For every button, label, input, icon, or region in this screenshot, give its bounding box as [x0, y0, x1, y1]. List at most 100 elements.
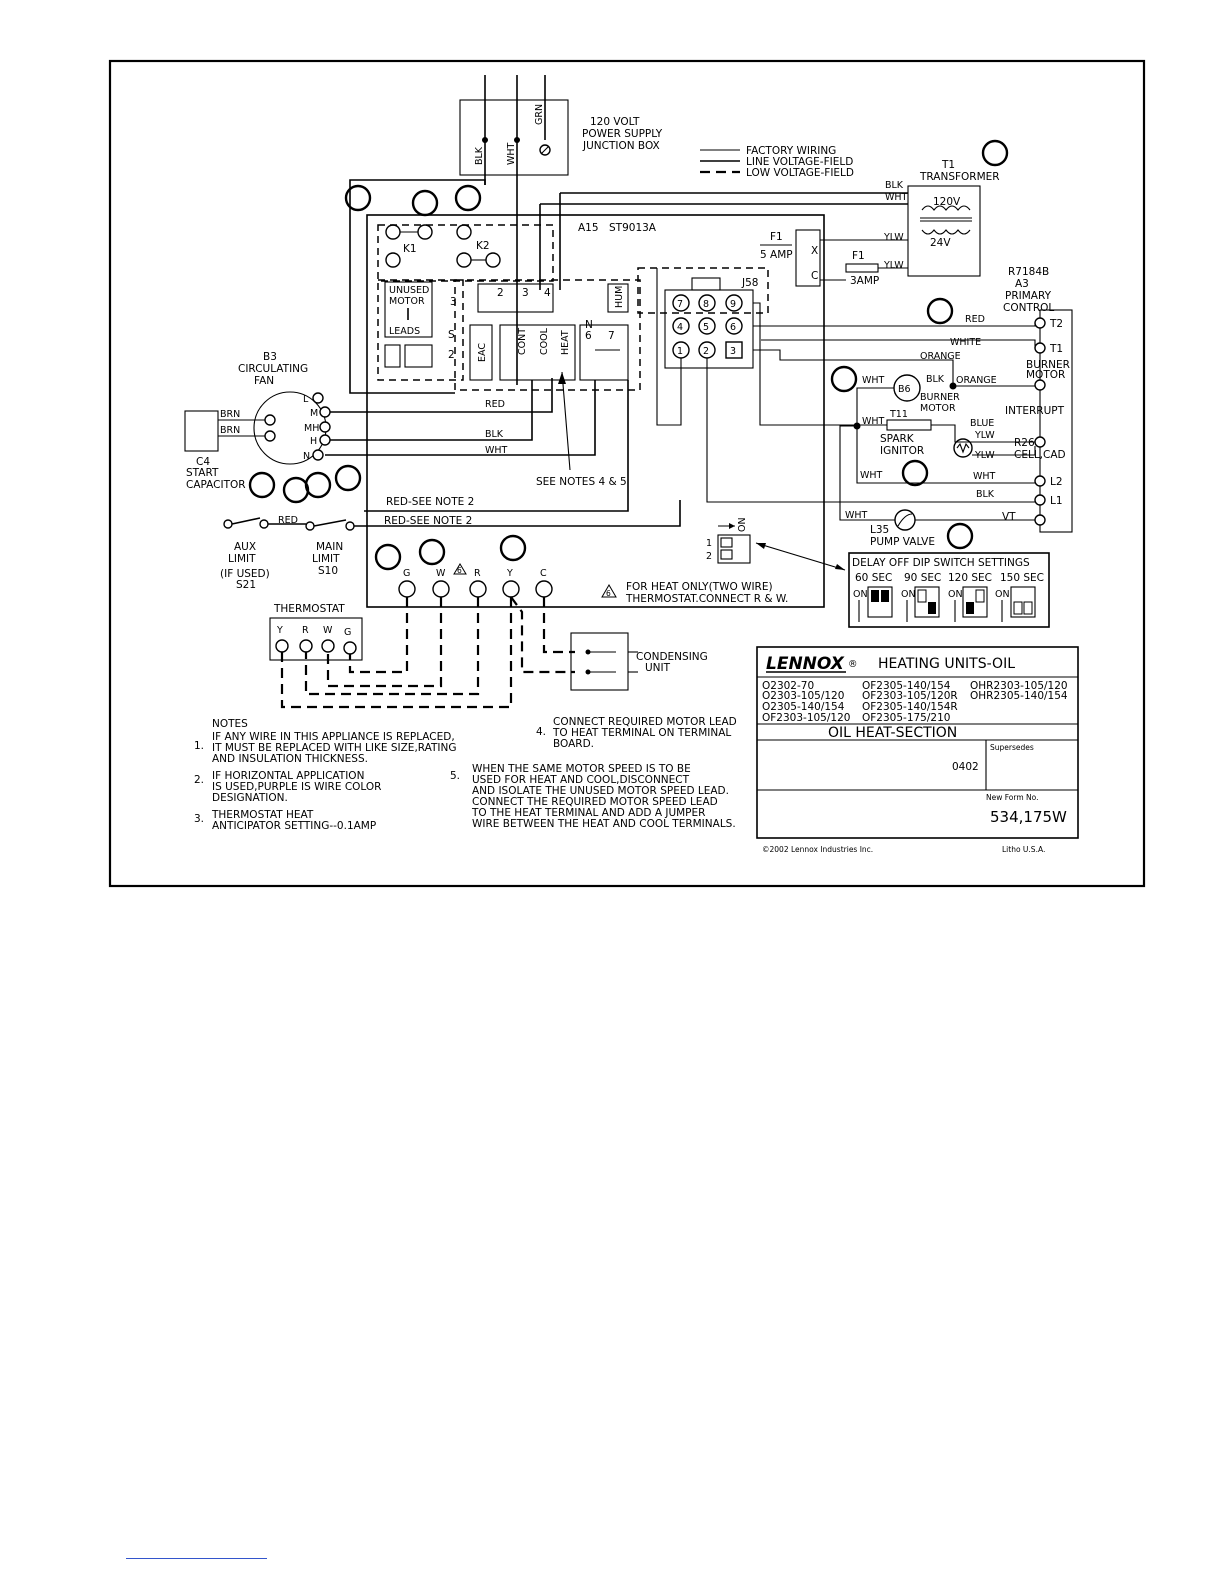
note-4-number: 4. — [536, 726, 546, 738]
terminal-y — [502, 580, 520, 598]
relay-k1-label: K1 — [403, 243, 417, 255]
note-2-line-3: DESIGNATION. — [212, 792, 288, 804]
wire-blue-label: BLUE — [970, 418, 994, 429]
form-number: 534,175W — [990, 808, 1067, 826]
fan-tap-label-h: H — [310, 436, 317, 447]
fan-tap-h — [319, 434, 331, 446]
thermostat-g — [343, 641, 357, 655]
unused-leads-1: UNUSED — [389, 285, 429, 296]
main-limit-3: S10 — [318, 565, 338, 577]
litho: Litho U.S.A. — [1002, 845, 1045, 854]
cool-label: COOL — [539, 327, 550, 355]
burner-motor-name-2: MOTOR — [920, 403, 956, 414]
aux-limit-4: S21 — [236, 579, 256, 591]
j58-pin-9 — [725, 294, 743, 312]
dip-setting-60: 60 SEC — [855, 572, 892, 584]
terminal-r-label: R — [474, 568, 481, 579]
note-1-line-3: AND INSULATION THICKNESS. — [212, 753, 368, 765]
notes: NOTES 1. IF ANY WIRE IN THIS APPLIANCE I… — [194, 716, 737, 832]
note-4-line-1: CONNECT REQUIRED MOTOR LEAD — [553, 716, 737, 728]
circulating-fan: B3 CIRCULATING FAN L M MH H N BRN BRN C4… — [184, 351, 331, 491]
dip-on-150: ON — [995, 589, 1010, 600]
diagram-frame — [108, 59, 1146, 888]
j58-pin-label-8: 8 — [703, 299, 709, 310]
condensing-unit: CONDENSING UNIT — [570, 632, 708, 691]
wire-orange-label-1: ORANGE — [920, 351, 961, 362]
primary-terminal-l2 — [1034, 475, 1046, 487]
thermostat-y — [275, 639, 289, 653]
note-3-line-2: ANTICIPATOR SETTING--0.1AMP — [212, 820, 376, 832]
power-title-2: POWER SUPPLY — [582, 128, 663, 140]
wire-orange-label-2: ORANGE — [956, 375, 997, 386]
legend-line: LINE VOLTAGE-FIELD — [746, 156, 853, 168]
model-2-1: OF2305-140/154 — [862, 680, 951, 692]
primary-cad: CELL,CAD — [1014, 449, 1066, 461]
board-terminal-s: S — [448, 329, 455, 341]
heat-only-note-1: FOR HEAT ONLY(TWO WIRE) — [626, 581, 773, 593]
wire-wht-label: WHT — [885, 192, 908, 203]
primary-t2-label: T2 — [1049, 318, 1063, 330]
primary-burner-1: BURNER — [1026, 359, 1070, 371]
model-2-2: OF2303-105/120R — [862, 690, 958, 702]
dip-on-60: ON — [853, 589, 868, 600]
dip-switch: 1 2 ON DELAY OFF DIP SWITCH SETTINGS 60 … — [706, 517, 1050, 628]
dip-setting-150: 150 SEC — [1000, 572, 1044, 584]
fuses: F1 5 AMP X C F1 3AMP — [760, 229, 879, 287]
burner-motor-name-1: BURNER — [920, 392, 960, 403]
fan-name-1: CIRCULATING — [238, 363, 308, 375]
j58-pin-label-5: 5 — [703, 322, 709, 333]
board-terminal-3: 3 — [450, 296, 457, 308]
footer-rule — [126, 1558, 267, 1559]
wire-brn-label-2: BRN — [220, 425, 240, 436]
limit-switches: RED AUX LIMIT (IF USED) S21 MAIN LIMIT S… — [220, 515, 355, 591]
model-1-4: OF2303-105/120 — [762, 712, 850, 724]
aux-limit-2: LIMIT — [228, 553, 256, 565]
transformer-primary: 120V — [933, 196, 961, 208]
note-5-line-6: WIRE BETWEEN THE HEAT AND COOL TERMINALS… — [472, 818, 736, 830]
primary-burner-2: MOTOR — [1026, 369, 1065, 381]
fan-tap-label-l: L — [303, 394, 309, 405]
note-3-number: 3. — [194, 813, 204, 825]
primary-ref: A3 — [1015, 278, 1029, 290]
model-3-1: OHR2303-105/120 — [970, 680, 1068, 692]
legend-low: LOW VOLTAGE-FIELD — [746, 167, 854, 179]
primary-cad-ref: R26 — [1014, 437, 1035, 449]
primary-interrupt: INTERRUPT — [1005, 405, 1065, 417]
wire-blk-label: BLK — [885, 180, 904, 191]
unused-leads-2: MOTOR — [389, 296, 425, 307]
titleblock-title: HEATING UNITS-OIL — [878, 656, 1015, 672]
primary-terminal-vt — [1034, 514, 1046, 526]
fan-tap-n — [312, 449, 324, 461]
wire-blk-label-2: BLK — [976, 489, 995, 500]
valve-ref: L35 — [870, 524, 889, 536]
main-limit-1: MAIN — [316, 541, 343, 553]
heat-label: HEAT — [560, 330, 571, 355]
lennox-logo: LENNOX — [766, 654, 845, 674]
primary-model: R7184B — [1008, 266, 1049, 278]
aux-limit-3: (IF USED) — [220, 568, 270, 580]
burner-components: B6 BURNER MOTOR WHT BLK T11 WHT SPARK IG… — [845, 374, 973, 548]
note-4-line-3: BOARD. — [553, 738, 594, 750]
primary-terminal-t2 — [1034, 317, 1046, 329]
heat-only-six: 6 — [606, 589, 611, 598]
model-3-2: OHR2305-140/154 — [970, 690, 1068, 702]
fuse-f1b: F1 — [852, 250, 865, 262]
terminal-g — [398, 580, 416, 598]
red-see-note-2: RED-SEE NOTE 2 — [384, 515, 472, 527]
dip-setting-90: 90 SEC — [904, 572, 941, 584]
title-block: LENNOX ® HEATING UNITS-OIL O2302-70 O230… — [756, 646, 1079, 854]
thermostat: THERMOSTAT Y R W G — [269, 596, 575, 709]
note-5-line-5: TO THE HEAT TERMINAL AND ADD A JUMPER — [471, 807, 705, 819]
transformer-ref: T1 — [941, 159, 955, 171]
note-2-number: 2. — [194, 774, 204, 786]
primary-vt-label: VT — [1002, 511, 1016, 523]
wire-ylw-label-1: YLW — [883, 232, 904, 243]
thermostat-y-label: Y — [276, 625, 283, 636]
j58-pin-6 — [725, 317, 743, 335]
wire-white-label: WHITE — [950, 337, 981, 348]
thermostat-g-label: G — [344, 627, 351, 638]
power-grn-label: GRN — [534, 104, 545, 125]
aux-limit-1: AUX — [234, 541, 256, 553]
condensing-label-2: UNIT — [645, 662, 671, 674]
